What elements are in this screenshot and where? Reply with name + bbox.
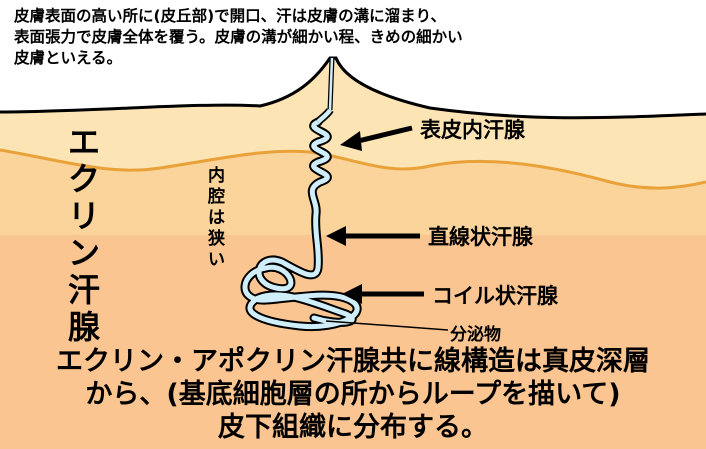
label-arrows	[325, 125, 449, 331]
pointer-secretion	[325, 320, 449, 331]
duct-opening	[328, 57, 334, 111]
deep-dermis-layer	[0, 235, 706, 449]
skin-surface-line	[0, 56, 706, 120]
eccrine-gland-label-char-5: 腺	[68, 308, 101, 346]
bottom-description: エクリン・アポクリン汗腺共に線構造は真皮深層 から、(基底細胞層の所からループを…	[0, 345, 706, 444]
narrow-lumen-label: 内腔は狭い	[208, 166, 225, 271]
bottom-description-line-2: から、(基底細胞層の所からループを描いて)	[85, 379, 621, 410]
arrowhead-coiled-gland	[342, 284, 362, 304]
label-straight-duct: 直線状汗腺	[428, 225, 533, 249]
gland-tube	[242, 119, 360, 330]
eccrine-gland-label-char-3: ン	[68, 234, 101, 272]
eccrine-gland-label-char-1: ク	[68, 160, 101, 198]
duct-upper	[316, 108, 333, 124]
arrowhead-epidermal-duct	[340, 131, 362, 151]
narrow-lumen-label-char-2: は	[208, 208, 225, 228]
narrow-lumen-label-char-0: 内	[208, 166, 225, 186]
arrow-epidermal-duct	[353, 125, 413, 145]
top-description-line-3: 皮膚といえる。	[14, 49, 123, 67]
narrow-lumen-label-char-3: 狭	[208, 229, 225, 249]
narrow-lumen-label-char-4: い	[208, 250, 225, 270]
label-secretion: 分泌物	[450, 325, 501, 345]
top-description-line-1: 皮膚表面の高い所に(皮丘部)で開口、汗は皮膚の溝に溜まり、	[14, 7, 447, 25]
epidermis-dermis-boundary	[0, 148, 706, 190]
sweat-gland	[240, 57, 362, 332]
narrow-lumen-label-char-1: 腔	[208, 187, 225, 207]
eccrine-gland-label-char-2: リ	[68, 197, 101, 235]
label-coiled-gland: コイル状汗腺	[432, 284, 558, 308]
top-description: 皮膚表面の高い所に(皮丘部)で開口、汗は皮膚の溝に溜まり、 表面張力で皮膚全体を…	[14, 6, 704, 69]
label-epidermal-duct: 表皮内汗腺	[420, 118, 525, 142]
eccrine-gland-label-char-0: エ	[68, 123, 101, 161]
top-description-line-2: 表面張力で皮膚全体を覆う。皮膚の溝が細かい程、きめの細かい	[14, 28, 463, 46]
bottom-description-line-1: エクリン・アポクリン汗腺共に線構造は真皮深層	[56, 346, 650, 377]
arrowhead-straight-duct	[326, 226, 346, 246]
eccrine-gland-label: エクリン汗腺	[68, 124, 100, 346]
bottom-description-line-3: 皮下組織に分布する。	[218, 412, 488, 443]
eccrine-gland-label-char-4: 汗	[68, 271, 101, 309]
